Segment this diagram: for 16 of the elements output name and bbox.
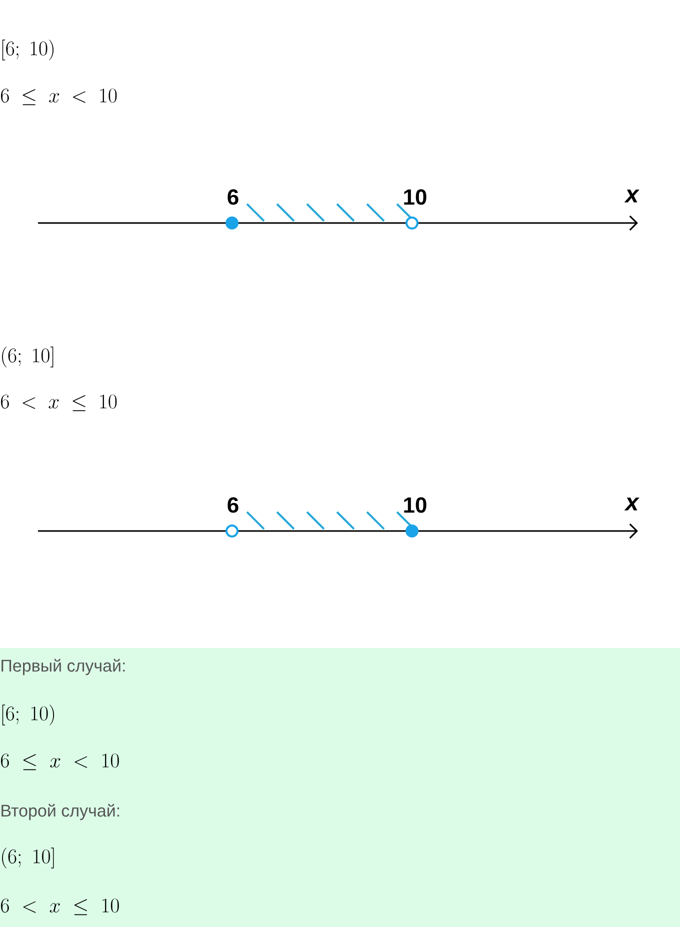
formula: $6\ <\ x\ \le\ 10$	[0, 898, 119, 916]
case-heading: Второй случай:	[2, 804, 120, 820]
tick-label: 6	[228, 189, 238, 205]
formula: $(6;\ 10]$	[2, 346, 54, 368]
tick-label: 10	[404, 189, 426, 205]
axis-label: x	[624, 498, 640, 510]
formula: $[6;\ 10)$	[2, 40, 54, 60]
case-heading: Первый случай:	[2, 658, 125, 676]
formula: $6\ <\ x\ \le\ 10$	[0, 394, 117, 412]
formula: $(6;\ 10]$	[2, 848, 54, 868]
tick-label: 10	[404, 497, 426, 513]
formula: $[6;\ 10)$	[2, 704, 54, 726]
tick-label: 6	[228, 497, 238, 513]
axis-label: x	[624, 190, 640, 202]
formula: $6\ \le\ x\ <\ 10$	[0, 754, 119, 770]
formula: $6\ \le\ x\ <\ 10$	[0, 88, 117, 106]
